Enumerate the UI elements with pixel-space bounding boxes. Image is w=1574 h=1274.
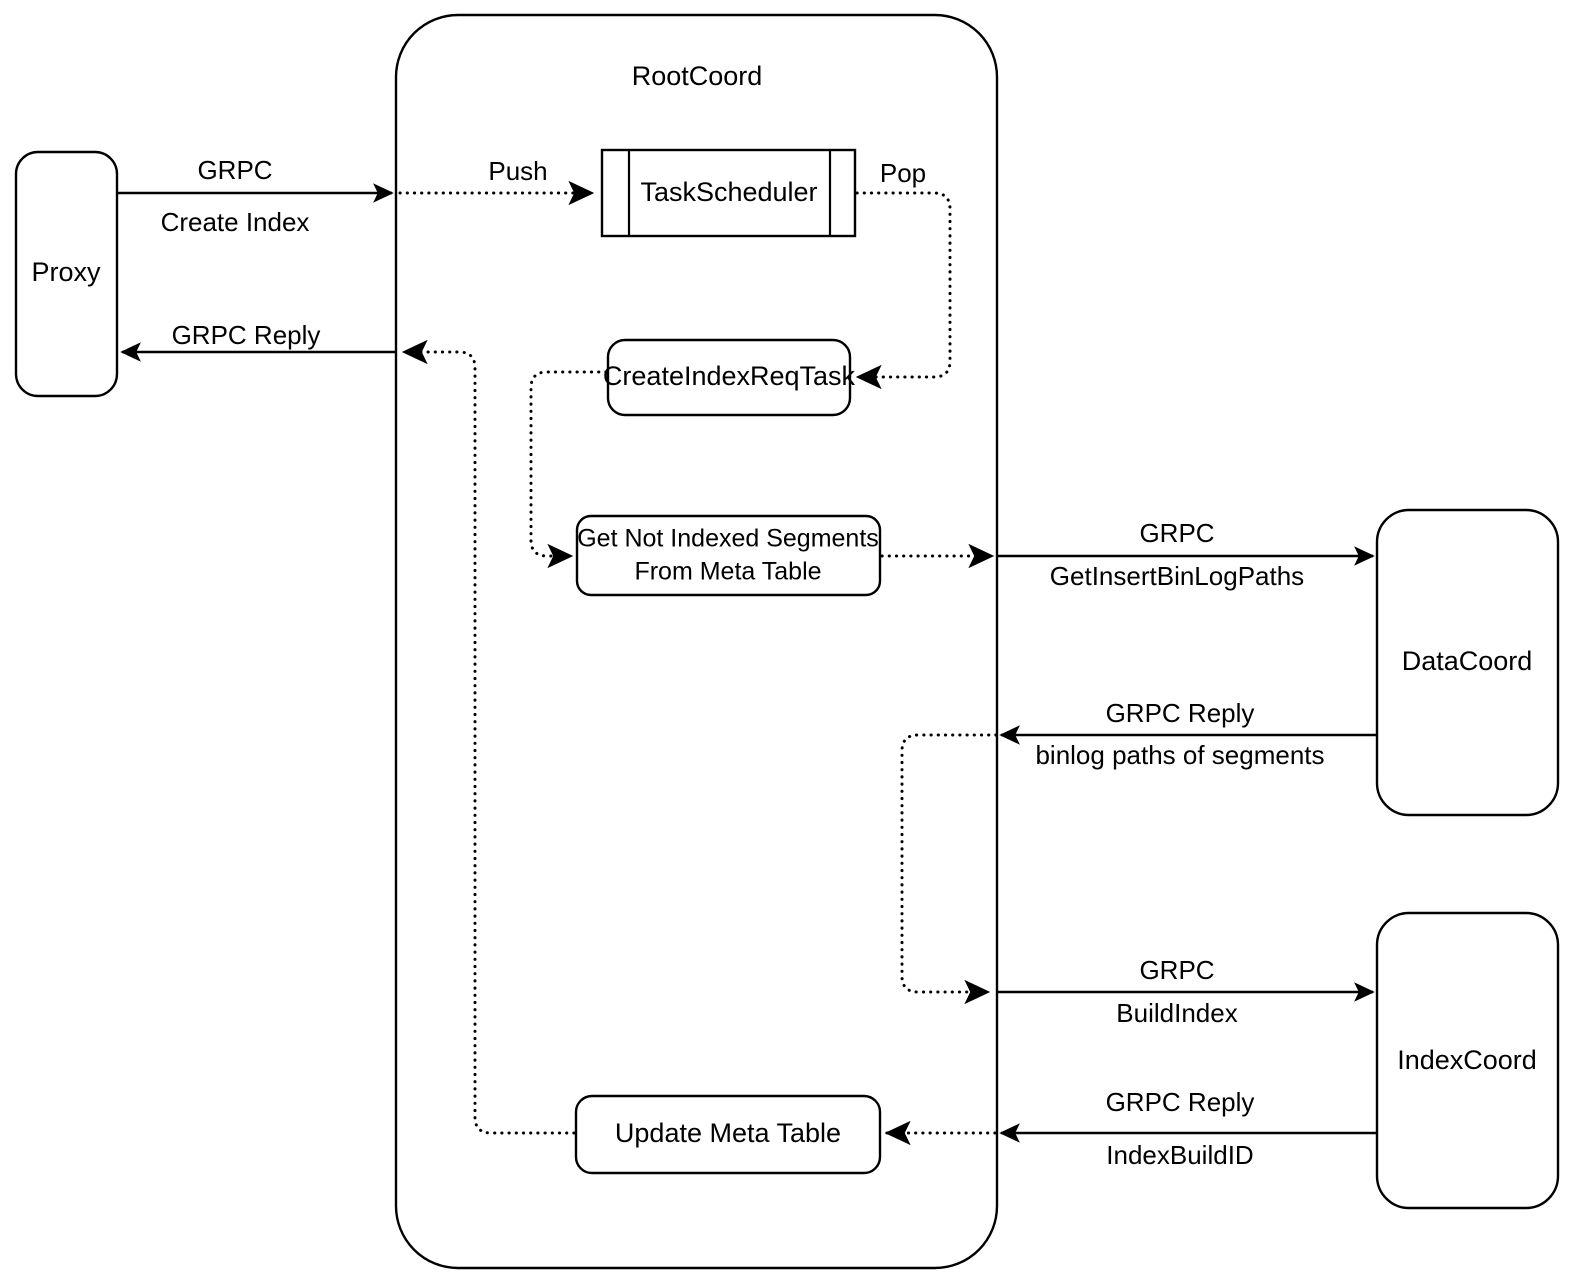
edge-proxy-to-rootcoord: GRPC Create Index	[117, 155, 394, 237]
index-build-id-label-top: GRPC Reply	[1106, 1087, 1255, 1117]
get-insert-binlog-paths-label-top: GRPC	[1139, 518, 1214, 548]
task-to-segments-arrow	[529, 370, 608, 569]
node-create-index-req-task[interactable]: CreateIndexReqTask	[603, 338, 856, 417]
edge-task-to-segments	[529, 370, 608, 569]
edge-rootcoord-to-proxy: GRPC Reply	[120, 320, 396, 362]
grpc-create-index-label-top: GRPC	[197, 155, 272, 185]
datacoord-label: DataCoord	[1402, 646, 1533, 676]
update-meta-table-label: Update Meta Table	[615, 1118, 841, 1148]
update-meta-to-reply-arrow	[401, 339, 576, 1135]
edge-pop-to-task: Pop	[855, 158, 952, 390]
rootcoord-label: RootCoord	[632, 61, 763, 91]
build-index-label-bottom: BuildIndex	[1116, 998, 1237, 1028]
proxy-box[interactable]	[14, 150, 119, 398]
get-not-indexed-segments-box[interactable]	[575, 514, 882, 597]
proxy-label: Proxy	[31, 257, 101, 287]
edge-push-to-scheduler: Push	[398, 156, 595, 206]
push-label: Push	[488, 156, 547, 186]
get-insert-binlog-paths-label-bottom: GetInsertBinLogPaths	[1050, 561, 1304, 591]
grpc-create-index-label-bottom: Create Index	[161, 207, 310, 237]
index-build-id-label-bottom: IndexBuildID	[1106, 1140, 1253, 1170]
node-datacoord[interactable]: DataCoord	[1375, 508, 1560, 817]
node-get-not-indexed-segments[interactable]: Get Not Indexed Segments From Meta Table	[575, 514, 882, 597]
rootcoord-boundary[interactable]	[394, 13, 999, 1270]
edge-rootcoord-to-datacoord: GRPC GetInsertBinLogPaths	[997, 518, 1375, 591]
node-proxy[interactable]: Proxy	[14, 150, 119, 398]
internal-loop-arrow	[900, 733, 998, 1005]
node-indexcoord[interactable]: IndexCoord	[1375, 911, 1560, 1210]
edge-rootcoord-to-indexcoord: GRPC BuildIndex	[997, 955, 1375, 1028]
build-index-label-top: GRPC	[1139, 955, 1214, 985]
task-scheduler-box[interactable]	[600, 148, 857, 238]
binlog-paths-reply-label-bottom: binlog paths of segments	[1035, 740, 1324, 770]
get-not-indexed-segments-label-line1: Get Not Indexed Segments	[577, 525, 879, 553]
edge-update-meta-to-reply	[401, 339, 576, 1135]
edge-datacoord-to-rootcoord: GRPC Reply binlog paths of segments	[999, 698, 1377, 770]
create-index-req-task-box[interactable]	[606, 338, 852, 417]
create-index-req-task-label: CreateIndexReqTask	[603, 361, 856, 391]
node-task-scheduler[interactable]: TaskScheduler	[600, 148, 857, 238]
node-update-meta-table[interactable]: Update Meta Table	[574, 1094, 882, 1175]
binlog-paths-reply-label-top: GRPC Reply	[1106, 698, 1255, 728]
indexcoord-box[interactable]	[1375, 911, 1560, 1210]
pop-label: Pop	[880, 158, 926, 188]
indexcoord-label: IndexCoord	[1397, 1045, 1537, 1075]
datacoord-box[interactable]	[1375, 508, 1560, 817]
edge-internal-loop-to-buildindex	[900, 733, 998, 1005]
get-not-indexed-segments-label-line2: From Meta Table	[634, 558, 821, 586]
update-meta-table-box[interactable]	[574, 1094, 882, 1175]
task-scheduler-label: TaskScheduler	[640, 177, 817, 207]
edge-indexcoord-to-rootcoord: GRPC Reply IndexBuildID	[999, 1087, 1377, 1170]
container-rootcoord[interactable]: RootCoord	[394, 13, 999, 1270]
grpc-reply-proxy-label-top: GRPC Reply	[172, 320, 321, 350]
pop-arrow	[855, 191, 952, 390]
